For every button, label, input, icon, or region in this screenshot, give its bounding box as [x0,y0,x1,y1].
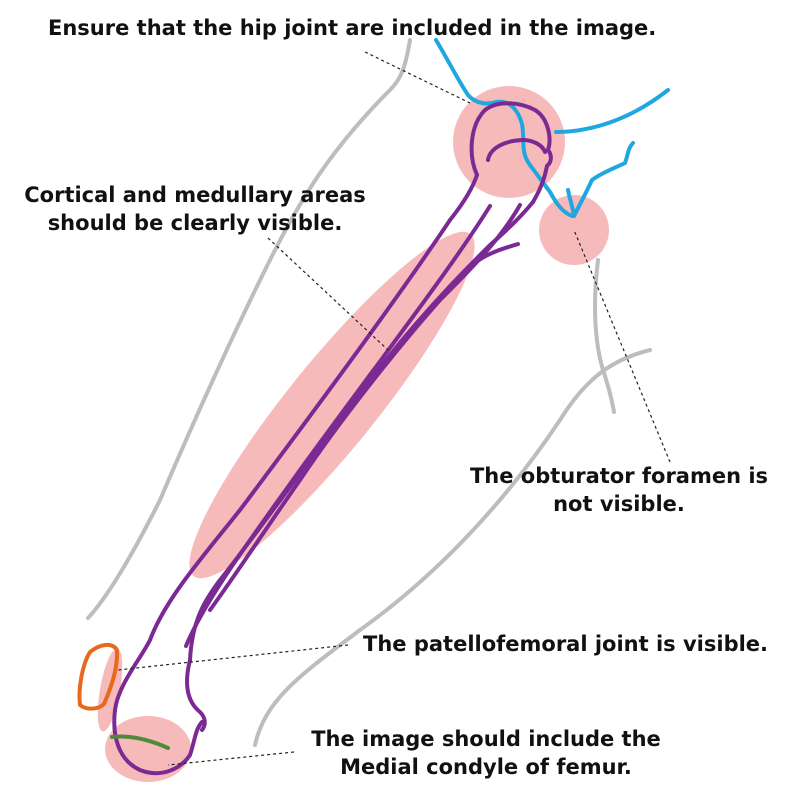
patellofemoral-annotation-line: The patellofemoral joint is visible. [363,632,769,656]
patellofemoral-annotation: The patellofemoral joint is visible. [363,630,768,658]
condyle-annotation-line-2: Medial condyle of femur. [340,755,632,779]
obturator-leader [573,229,671,463]
distal-inner [185,658,207,732]
hip-leader [364,51,471,104]
condyle-highlight [105,716,191,782]
cortical-annotation-line-2: should be clearly visible. [47,211,343,235]
obturator-annotation-line-1: The obturator foramen is [469,464,769,488]
medial-condyle-line [110,734,170,750]
leader-lines [117,51,671,766]
cortical-medullary-annotation: Cortical and medullary areas should be c… [14,181,376,237]
lateral-cortex [113,218,452,712]
femoral-neck-lower [531,164,549,204]
cortical-leader [267,237,389,351]
femoral-head-inner [486,138,547,162]
medial-thigh-outline [253,348,652,747]
medullary-line-lateral [184,204,492,648]
inner-thigh-outline [593,258,616,414]
distal-femur [112,708,204,776]
pelvis [434,38,670,218]
leg-outline [86,38,652,747]
medial-condyle-annotation: The image should include the Medial cond… [302,725,670,781]
femur [112,101,553,776]
femoral-head [469,101,553,177]
condyle-annotation-line-1: The image should include the [311,727,661,751]
patello-leader [117,644,349,671]
hip-joint-annotation: Ensure that the hip joint are included i… [48,14,656,42]
patella [77,643,120,711]
lateral-thigh-outline [86,38,412,620]
pubic-ramus-line [554,88,670,134]
trochanter-line [474,242,520,264]
obturator-annotation-line-2: not visible. [553,492,685,516]
ischium-line [566,141,635,218]
femur-shaft-highlight [189,231,475,579]
femoral-neck-upper [448,173,479,222]
hip-joint-annotation-line: Ensure that the hip joint are included i… [48,16,657,40]
obturator-highlight [539,195,609,265]
acetabulum-line [434,38,574,218]
cortical-annotation-line-1: Cortical and medullary areas [24,183,366,207]
obturator-foramen-annotation: The obturator foramen is not visible. [460,462,778,518]
